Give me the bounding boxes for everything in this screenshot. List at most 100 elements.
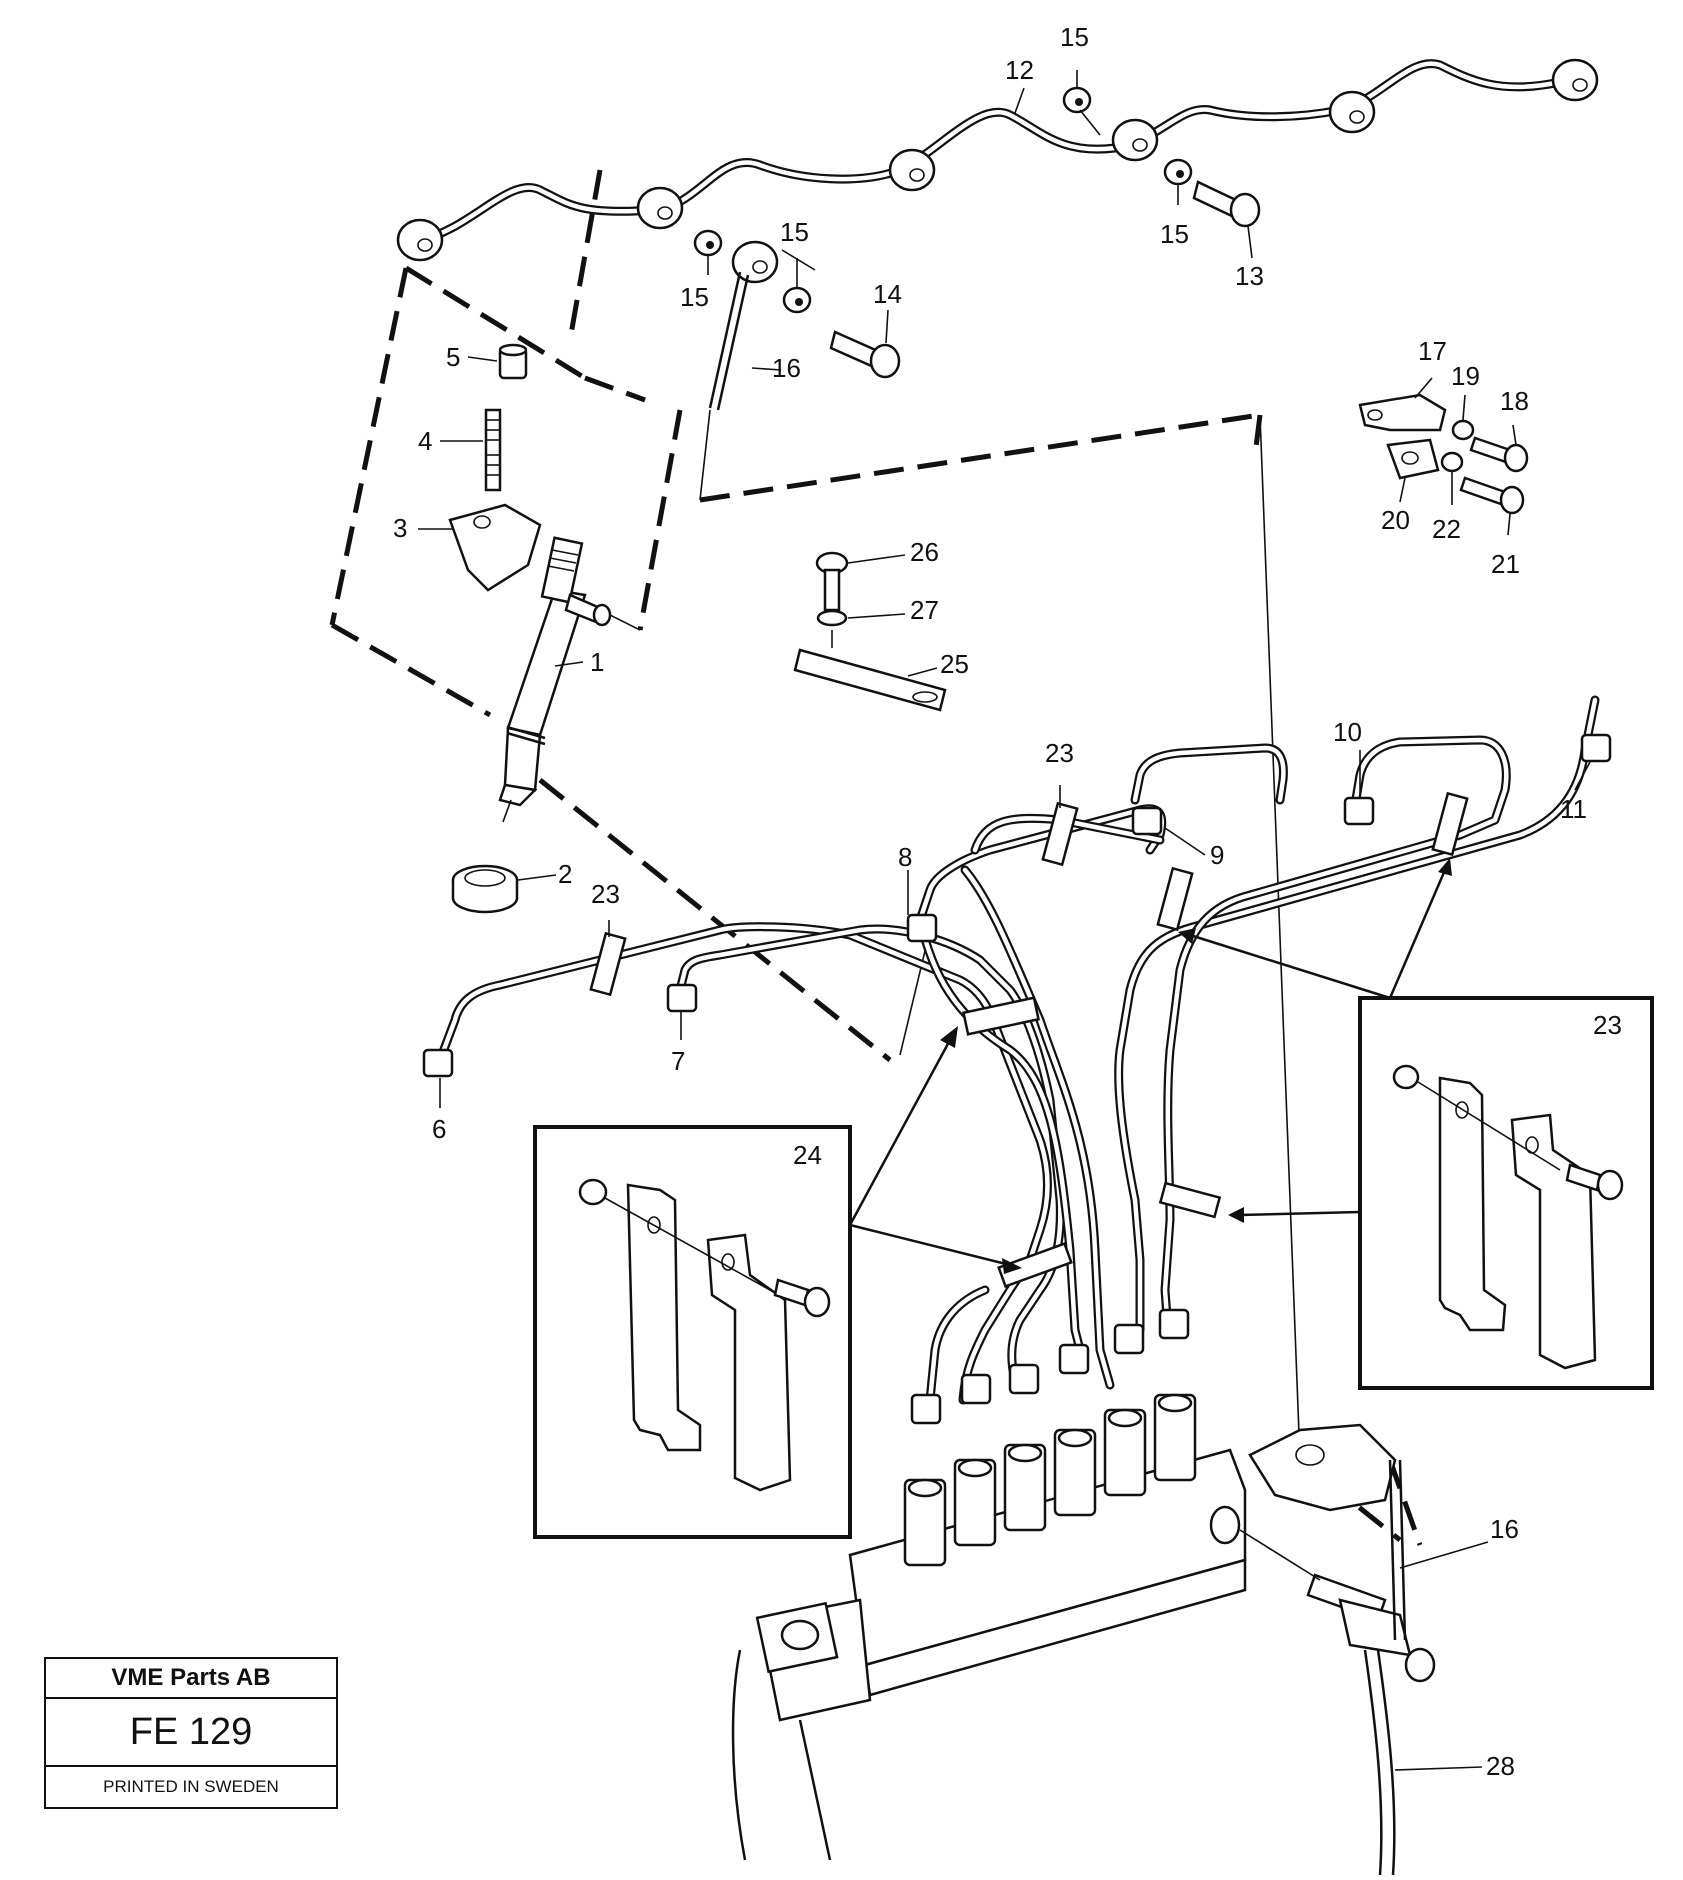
- pipe-nut-9: [1131, 806, 1163, 836]
- banjo-fitting: [1328, 90, 1376, 134]
- label-15-left: 15: [680, 282, 709, 312]
- label-24-box: 24: [793, 1140, 822, 1170]
- pump-pipe-nut: [1008, 1363, 1040, 1395]
- pipe-nut-8: [906, 913, 938, 943]
- pump-pipe-nut: [1113, 1323, 1145, 1355]
- label-27: 27: [910, 595, 939, 625]
- label-15-top: 15: [1060, 22, 1089, 52]
- injection-pipes: [422, 695, 1612, 1425]
- bracket-17: [1358, 393, 1447, 432]
- pipe-clamp: [1431, 791, 1469, 857]
- delivery-valve: [1153, 1393, 1197, 1482]
- diagram-code: FE 129: [46, 1699, 336, 1767]
- pump-pipe-nut: [1058, 1343, 1090, 1375]
- injector-1: [498, 536, 612, 823]
- pipe-clamp: [997, 1242, 1073, 1288]
- banjo-fitting: [1111, 118, 1159, 162]
- pump-pipe-nut: [910, 1393, 942, 1425]
- detail-arrows: [848, 858, 1452, 1274]
- pipe-nut-10: [1343, 796, 1375, 826]
- clamp-3: [448, 503, 542, 592]
- stud-4: [484, 408, 502, 492]
- label-19: 19: [1451, 361, 1480, 391]
- banjo-bolt-14: [829, 330, 901, 379]
- delivery-valve: [953, 1458, 997, 1547]
- screw-26: [815, 551, 849, 612]
- label-15-mid: 15: [780, 217, 809, 247]
- banjo-fitting: [888, 148, 936, 192]
- pipe-nut-6: [422, 1048, 454, 1078]
- pipe-clamp: [1158, 1181, 1222, 1219]
- washer-15: [782, 286, 812, 314]
- delivery-valve: [1103, 1408, 1147, 1497]
- injection-pump: [731, 1393, 1436, 1876]
- label-4: 4: [418, 426, 432, 456]
- label-21: 21: [1491, 549, 1520, 579]
- banjo-fitting: [396, 218, 444, 262]
- label-5: 5: [446, 342, 460, 372]
- label-8: 8: [898, 842, 912, 872]
- label-13: 13: [1235, 261, 1264, 291]
- label-22: 22: [1432, 514, 1461, 544]
- pipe-nut-11: [1580, 733, 1612, 763]
- printed-note: PRINTED IN SWEDEN: [103, 1777, 279, 1796]
- leak-off-pipe-16: [716, 274, 750, 411]
- bolt-18: [1469, 436, 1529, 473]
- washer-15: [693, 229, 723, 257]
- label-16-top: 16: [772, 353, 801, 383]
- pipe-clamp: [1041, 801, 1079, 867]
- washer-19: [1451, 419, 1475, 441]
- detail-box-24: [533, 1125, 852, 1539]
- banjo-fitting: [1551, 58, 1599, 102]
- banjo-fitting-14: [731, 240, 779, 284]
- banjo-fitting: [636, 186, 684, 230]
- label-28: 28: [1486, 1751, 1515, 1781]
- label-10: 10: [1333, 717, 1362, 747]
- label-2: 2: [558, 859, 572, 889]
- label-25: 25: [940, 649, 969, 679]
- pipe-clamp-25: [793, 648, 947, 712]
- washer-15: [1062, 86, 1092, 114]
- delivery-valve: [1003, 1443, 1047, 1532]
- bolt-21: [1459, 476, 1525, 515]
- label-23-box: 23: [1593, 1010, 1622, 1040]
- pipe-clamp: [962, 996, 1040, 1036]
- return-line-12: [396, 58, 1599, 284]
- delivery-valve: [1053, 1428, 1097, 1517]
- washer-27: [816, 609, 848, 627]
- clamp-20: [1386, 438, 1440, 480]
- label-16-bottom: 16: [1490, 1514, 1519, 1544]
- title-plate: VME Parts AB FE 129 PRINTED IN SWEDEN: [44, 1657, 338, 1809]
- assembly-dashed-lines: [329, 169, 1423, 1546]
- label-12: 12: [1005, 55, 1034, 85]
- label-26: 26: [910, 537, 939, 567]
- label-1: 1: [590, 647, 604, 677]
- leader-lines: [418, 70, 1591, 1771]
- pipe-clamp: [589, 931, 627, 997]
- label-15-right: 15: [1160, 219, 1189, 249]
- nut-5: [498, 343, 528, 380]
- label-3: 3: [393, 513, 407, 543]
- seal-ring-2: [451, 864, 519, 914]
- washer-15: [1163, 158, 1193, 186]
- label-23-upper: 23: [1045, 738, 1074, 768]
- pump-pipe-nut: [1158, 1308, 1190, 1340]
- label-11: 11: [1560, 794, 1587, 824]
- label-17: 17: [1418, 336, 1447, 366]
- detail-box-23: [1358, 996, 1654, 1390]
- label-18: 18: [1500, 386, 1529, 416]
- label-6: 6: [432, 1114, 446, 1144]
- pump-pipe-nut: [960, 1373, 992, 1405]
- company-name: VME Parts AB: [46, 1659, 336, 1699]
- banjo-bolt-13: [1192, 180, 1261, 228]
- label-9: 9: [1210, 840, 1224, 870]
- washer-22: [1440, 451, 1464, 473]
- label-7: 7: [671, 1046, 685, 1076]
- part-number-labels: 1 2 3 4 5 6 7 8 9 10 11 12 13 14 15 15 1…: [393, 22, 1622, 1781]
- label-14: 14: [873, 279, 902, 309]
- pipe-nut-7: [666, 983, 698, 1013]
- delivery-valve: [903, 1478, 947, 1567]
- label-23-left: 23: [591, 879, 620, 909]
